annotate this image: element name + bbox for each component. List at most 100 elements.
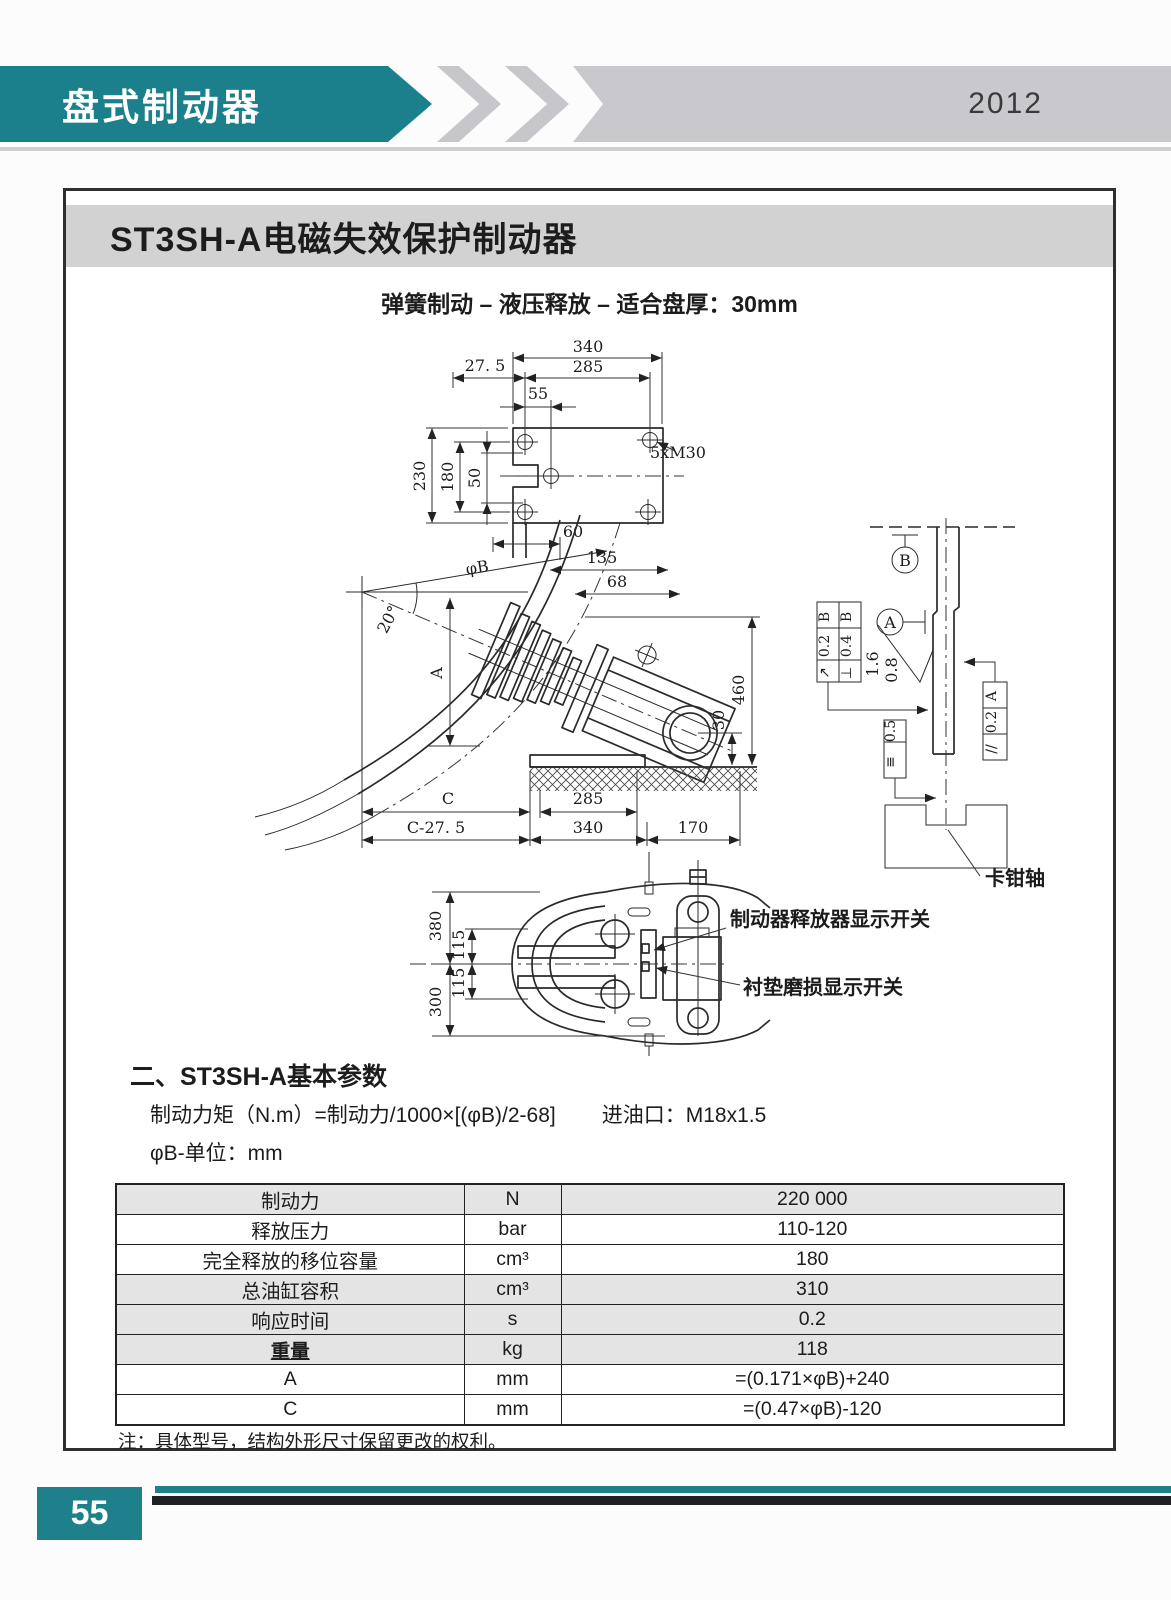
param-value: 118 (560, 1334, 1065, 1365)
param-value: 220 000 (560, 1183, 1065, 1215)
product-subtitle: 弹簧制动 – 液压释放 – 适合盘厚：30mm (381, 291, 798, 317)
tol-perp-val: 0.4 (839, 635, 855, 657)
param-name: C (115, 1394, 465, 1426)
dim-68: 68 (607, 572, 627, 591)
roughness-value-top: 1.6 (863, 651, 882, 676)
tol-runout-val: 0.2 (817, 635, 833, 657)
dim-55: 55 (528, 384, 548, 403)
footer-stripe-teal (155, 1486, 1171, 1493)
param-unit: bar (463, 1214, 562, 1245)
param-unit: mm (463, 1394, 562, 1426)
tol-par-val: 0.2 (984, 711, 1000, 733)
side-view: φB 20° A 135 68 (254, 514, 760, 851)
perpendicular-icon: ⊥ (839, 667, 855, 679)
chevron-icon (505, 66, 569, 142)
header-banner: 盘式制动器 (0, 66, 432, 142)
year-label: 2012 (968, 87, 1043, 120)
caliper-shaft-label: 卡钳轴 (985, 866, 1045, 890)
dim-180: 180 (438, 462, 457, 493)
table-row: 制动力 N 220 000 (115, 1183, 1065, 1215)
thread-callout: 5xM30 (650, 443, 706, 462)
param-unit: cm³ (463, 1244, 562, 1275)
footnote: 注：具体型号，结构外形尺寸保留更改的权利。 (118, 1431, 507, 1452)
product-title: ST3SH-A电磁失效保护制动器 (110, 220, 578, 259)
footer-stripe-black (152, 1496, 1171, 1505)
technical-drawing: 340 285 27. 5 55 230 180 50 5xM30 (254, 337, 1045, 1056)
wear-switch-label: 衬垫磨损显示开关 (743, 975, 903, 999)
param-unit: s (463, 1304, 562, 1335)
param-value: =(0.47×φB)-120 (560, 1394, 1065, 1426)
table-row: C mm =(0.47×φB)-120 (115, 1394, 1065, 1426)
dim-230: 230 (410, 461, 429, 492)
param-value: 110-120 (560, 1214, 1065, 1245)
param-unit: kg (463, 1334, 562, 1365)
release-switch-label: 制动器释放器显示开关 (730, 907, 930, 931)
param-unit: mm (463, 1364, 562, 1395)
oil-port-spec: 进油口：M18x1.5 (601, 1104, 767, 1127)
dim-380: 380 (426, 911, 445, 942)
param-value: 310 (560, 1274, 1065, 1305)
param-name: A (115, 1364, 465, 1395)
param-name: 完全释放的移位容量 (115, 1244, 465, 1275)
param-name: 总油缸容积 (115, 1274, 465, 1305)
dim-a: A (427, 667, 446, 680)
dim-170: 170 (678, 818, 709, 837)
content-frame: ST3SH-A电磁失效保护制动器 弹簧制动 – 液压释放 – 适合盘厚：30mm (63, 188, 1116, 1452)
dim-135: 135 (587, 548, 618, 567)
param-value: 180 (560, 1244, 1065, 1275)
param-value: =(0.171×φB)+240 (560, 1364, 1065, 1395)
param-value: 0.2 (560, 1304, 1065, 1335)
dim-300: 300 (426, 987, 445, 1018)
section-heading: 二、ST3SH-A基本参数 (130, 1063, 387, 1091)
tol-flat-val: 0.5 (883, 720, 899, 742)
dim-115-upper: 115 (449, 930, 468, 961)
parameters-table: 制动力 N 220 000 释放压力 bar 110-120 完全释放的移位容量… (115, 1183, 1065, 1426)
table-row: 完全释放的移位容量 cm³ 180 (115, 1244, 1065, 1275)
dim-60: 60 (563, 522, 583, 541)
front-view: 380 300 115 115 制动器释放器显示开关 衬垫磨损显示开关 (410, 852, 930, 1056)
param-name: 释放压力 (115, 1214, 465, 1245)
dim-285: 285 (573, 357, 604, 376)
datum-a-label: A (883, 613, 896, 632)
dim-50: 50 (465, 468, 484, 488)
param-unit: cm³ (463, 1274, 562, 1305)
table-row: 总油缸容积 cm³ 310 (115, 1274, 1065, 1305)
roughness-value-bottom: 0.8 (882, 657, 901, 682)
header-rule (0, 147, 1171, 151)
dim-340b: 340 (573, 818, 604, 837)
tol-par-ref: A (984, 690, 1000, 702)
datum-b-label: B (899, 551, 911, 570)
table-row: 释放压力 bar 110-120 (115, 1214, 1065, 1245)
flatness-icon: ≡ (883, 756, 899, 768)
dim-27-5: 27. 5 (465, 356, 506, 375)
page-number-box: 55 (37, 1487, 142, 1540)
table-row: 重量 kg 118 (115, 1334, 1065, 1365)
dim-460: 460 (729, 675, 748, 706)
parallel-icon: // (984, 744, 1000, 754)
detail-view: B A B 0.2 ↗ B 0.4 ⊥ 1.6 0.8 (816, 518, 1045, 890)
formula-line: 制动力矩（N.m）=制动力/1000×[(φB)/2-68] 进油口：M18x1… (150, 1099, 766, 1129)
param-name: 重量 (115, 1334, 465, 1365)
plan-view: 340 285 27. 5 55 230 180 50 5xM30 (410, 337, 706, 560)
runout-icon: ↗ (817, 667, 833, 679)
param-name: 响应时间 (115, 1304, 465, 1335)
dim-c: C (442, 789, 454, 808)
tol-runout-ref: B (817, 612, 833, 622)
chevron-icon (437, 66, 501, 142)
unit-note: φB-单位：mm (150, 1142, 283, 1165)
header-year-bar: 2012 (573, 66, 1171, 142)
product-title-bar: ST3SH-A电磁失效保护制动器 (66, 205, 1113, 267)
category-title: 盘式制动器 (62, 87, 262, 128)
param-name: 制动力 (115, 1183, 465, 1215)
dim-285b: 285 (573, 789, 604, 808)
dim-115-lower: 115 (449, 968, 468, 999)
tol-perp-ref: B (839, 612, 855, 622)
param-unit: N (463, 1183, 562, 1215)
dim-340: 340 (573, 337, 604, 356)
dim-c-27-5: C-27. 5 (407, 818, 465, 837)
dim-phi-b: φB (464, 556, 490, 578)
table-row: A mm =(0.171×φB)+240 (115, 1364, 1065, 1395)
torque-formula: 制动力矩（N.m）=制动力/1000×[(φB)/2-68] (150, 1104, 556, 1127)
page-number: 55 (70, 1494, 109, 1532)
